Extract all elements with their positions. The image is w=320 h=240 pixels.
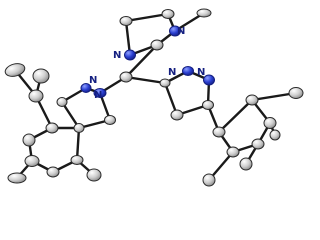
- carbon-atom: [226, 146, 240, 158]
- ortep-molecule-drawing: N N N N N N: [4, 8, 304, 187]
- n-label: N: [177, 26, 185, 37]
- carbon-atom: [269, 129, 281, 141]
- carbon-atom: [7, 172, 27, 184]
- nitrogen-atom: [124, 49, 136, 61]
- bond: [75, 126, 81, 162]
- carbon-atom: [56, 97, 68, 107]
- n-label: N: [197, 67, 205, 78]
- carbon-atom: [32, 68, 50, 84]
- bond: [124, 12, 170, 23]
- carbon-atom: [45, 122, 59, 134]
- molecular-structure-figure: N N N N N N: [4, 8, 304, 187]
- carbon-atoms: [4, 8, 304, 187]
- carbon-atom: [70, 155, 84, 165]
- nitrogen-atoms: [80, 25, 215, 98]
- n-label: N: [168, 67, 176, 78]
- carbon-atom: [22, 133, 36, 147]
- bond: [217, 98, 254, 134]
- nitrogen-atom: [80, 83, 92, 93]
- bond: [60, 100, 81, 130]
- bond: [124, 19, 132, 57]
- carbon-atom: [212, 126, 226, 138]
- carbon-atom: [170, 109, 184, 121]
- carbon-atom: [159, 78, 171, 88]
- bond: [124, 75, 167, 85]
- carbon-atom: [245, 94, 259, 106]
- carbon-atom: [251, 138, 265, 150]
- n-label: N: [113, 50, 121, 61]
- carbon-atom: [239, 157, 253, 171]
- carbon-atom: [288, 87, 304, 99]
- carbon-atom: [86, 168, 102, 182]
- carbon-atom: [150, 39, 164, 51]
- n-label: N: [89, 75, 97, 86]
- carbon-atom: [46, 166, 60, 178]
- carbon-atom: [161, 9, 175, 19]
- atom-labels: N N N N N N: [89, 26, 205, 101]
- carbon-atom: [28, 89, 44, 103]
- carbon-atom: [4, 63, 26, 77]
- bond: [163, 81, 179, 117]
- carbon-atom: [73, 123, 85, 133]
- carbon-atom: [119, 16, 133, 26]
- carbon-atom: [202, 100, 214, 110]
- bond: [124, 43, 159, 79]
- carbon-atom: [119, 71, 133, 83]
- carbon-atom: [24, 155, 40, 167]
- nitrogen-atom: [203, 74, 215, 86]
- carbon-atom: [202, 173, 216, 187]
- nitrogen-atom: [169, 25, 181, 37]
- carbon-atom: [263, 117, 277, 129]
- carbon-atom: [104, 115, 116, 125]
- carbon-atom: [196, 8, 212, 18]
- n-label: N: [94, 90, 102, 101]
- nitrogen-atom: [93, 88, 107, 98]
- nitrogen-atom: [182, 66, 194, 76]
